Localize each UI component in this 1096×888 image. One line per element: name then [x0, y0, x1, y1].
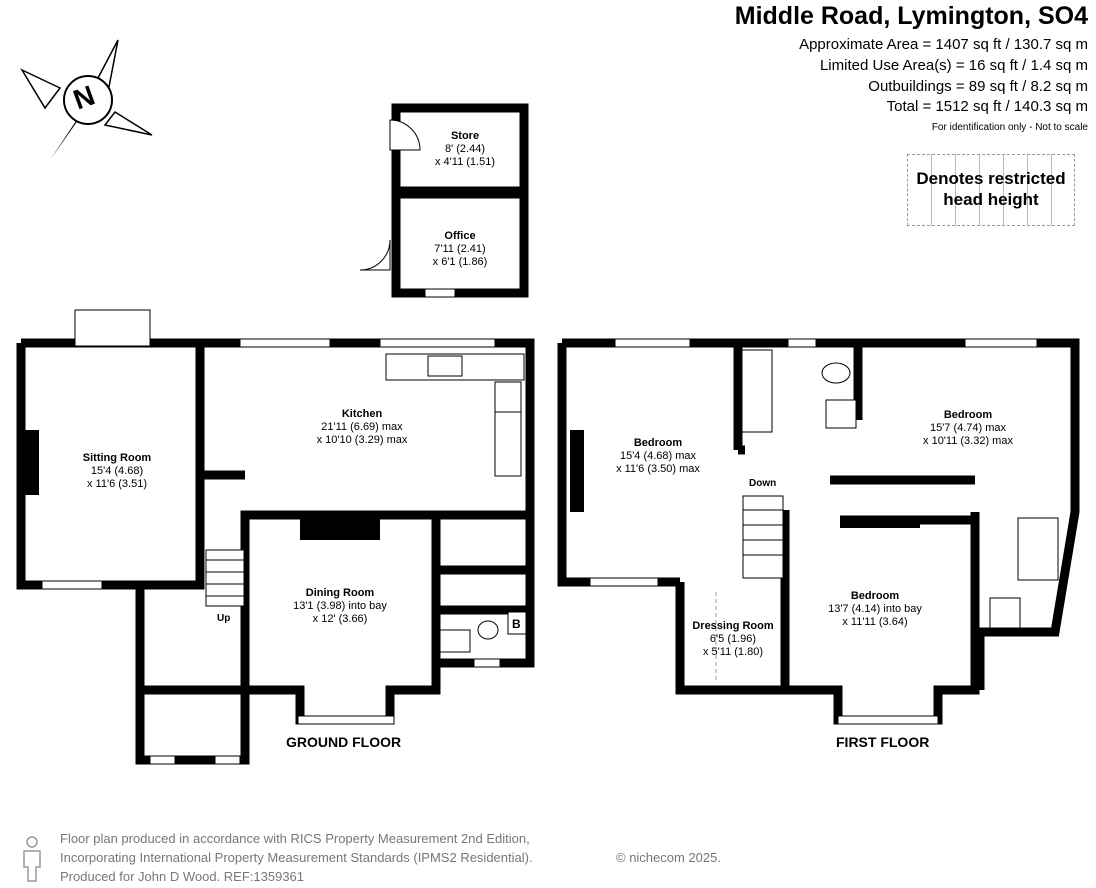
room-sitting: Sitting Room 15'4 (4.68) x 11'6 (3.51)	[62, 452, 172, 491]
room-name: Kitchen	[341, 408, 383, 420]
room-dim: 15'4 (4.68)	[90, 465, 144, 477]
boiler-label: B	[512, 617, 521, 631]
room-dim: 6'5 (1.96)	[709, 633, 757, 645]
room-dim: x 10'11 (3.32) max	[923, 435, 1013, 447]
restricted-height-legend: Denotes restricted head height	[907, 168, 1075, 210]
restricted-height-swatch	[907, 154, 1075, 226]
room-name: Sitting Room	[82, 452, 152, 464]
ground-floor-walls	[16, 338, 535, 765]
room-name: Dining Room	[305, 587, 375, 599]
room-office: Office 7'11 (2.41) x 6'1 (1.86)	[405, 230, 515, 269]
outbuildings-area: Outbuildings = 89 sq ft / 8.2 sq m	[868, 78, 1088, 95]
first-floor-walls	[557, 338, 1080, 725]
room-name: Dressing Room	[692, 620, 774, 632]
room-dim: x 11'6 (3.51)	[87, 478, 147, 490]
outbuilding-doors	[359, 119, 456, 298]
room-name: Office	[444, 230, 476, 242]
copyright: © nichecom 2025.	[616, 850, 721, 865]
room-name: Bedroom	[633, 437, 683, 449]
room-dim: x 11'11 (3.64)	[842, 616, 908, 628]
page-title: Middle Road, Lymington, SO4	[734, 2, 1088, 30]
room-name: Bedroom	[943, 409, 993, 421]
person-icon	[23, 836, 41, 882]
room-dim: x 6'1 (1.86)	[432, 256, 488, 268]
room-dim: 7'11 (2.41)	[434, 243, 486, 255]
room-dim: x 11'6 (3.50) max	[616, 463, 700, 475]
room-dim: 15'4 (4.68) max	[619, 450, 697, 462]
footer-line-1: Floor plan produced in accordance with R…	[60, 831, 530, 846]
room-dim: 8' (2.44)	[444, 143, 485, 155]
stairs-up-label: Up	[217, 613, 231, 624]
room-dining: Dining Room 13'1 (3.98) into bay x 12' (…	[270, 587, 410, 626]
legend-line-2: head height	[943, 190, 1039, 209]
room-dressing: Dressing Room 6'5 (1.96) x 5'11 (1.80)	[678, 620, 788, 659]
first-floor-details	[570, 338, 1059, 725]
limited-use-area: Limited Use Area(s) = 16 sq ft / 1.4 sq …	[819, 57, 1088, 74]
total-area: Total = 1512 sq ft / 140.3 sq m	[886, 98, 1088, 115]
room-dim: x 4'11 (1.51)	[435, 156, 495, 168]
room-dim: x 12' (3.66)	[312, 613, 368, 625]
room-name: Bedroom	[850, 590, 900, 602]
room-bedroom-3: Bedroom 13'7 (4.14) into bay x 11'11 (3.…	[805, 590, 945, 629]
footer-line-2: Incorporating International Property Mea…	[60, 850, 533, 865]
room-dim: 21'11 (6.69) max	[321, 421, 403, 433]
ground-floor-details	[25, 309, 527, 765]
ground-floor-label: GROUND FLOOR	[286, 734, 402, 750]
approximate-area: Approximate Area = 1407 sq ft / 130.7 sq…	[799, 36, 1088, 53]
legend-line-1: Denotes restricted	[916, 169, 1066, 188]
stairs-down-label: Down	[749, 478, 777, 489]
footer-line-3: Produced for John D Wood. REF:1359361	[60, 869, 305, 884]
room-dim: 13'7 (4.14) into bay	[828, 603, 922, 615]
room-name: Store	[450, 130, 480, 142]
room-bedroom-1: Bedroom 15'4 (4.68) max x 11'6 (3.50) ma…	[588, 437, 728, 476]
room-dim: 15'7 (4.74) max	[929, 422, 1007, 434]
room-dim: x 5'11 (1.80)	[703, 646, 763, 658]
disclaimer-note: For identification only - Not to scale	[931, 122, 1088, 133]
room-dim: x 10'10 (3.29) max	[316, 434, 408, 446]
compass-icon	[20, 39, 153, 160]
room-kitchen: Kitchen 21'11 (6.69) max x 10'10 (3.29) …	[292, 408, 432, 447]
room-bedroom-2: Bedroom 15'7 (4.74) max x 10'11 (3.32) m…	[898, 409, 1038, 448]
first-floor-label: FIRST FLOOR	[836, 734, 930, 750]
room-dim: 13'1 (3.98) into bay	[293, 600, 387, 612]
room-store: Store 8' (2.44) x 4'11 (1.51)	[410, 130, 520, 169]
